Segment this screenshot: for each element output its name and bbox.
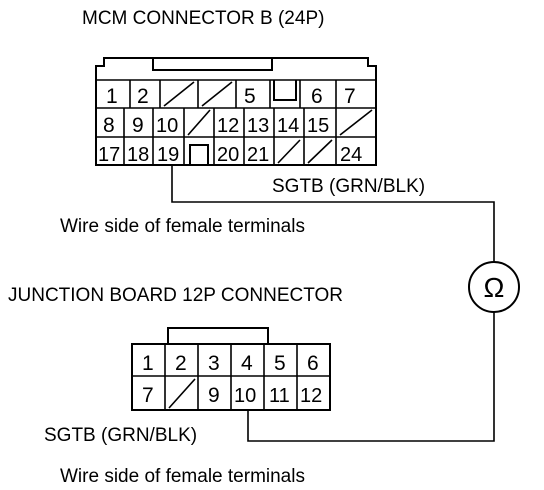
mcm-pin-12: 12 [217,115,239,137]
mcm-sgtb-wire [171,165,495,262]
jb-pin-2: 2 [175,352,187,375]
mcm-pin-24: 24 [340,144,362,166]
mcm-caption: Wire side of female terminals [60,216,305,237]
jb-pin-1: 1 [142,352,154,375]
junction-sgtb-wire [247,312,495,442]
junction-connector: 1 2 3 4 5 6 7 9 10 11 12 [131,327,331,411]
mcm-pin-20: 20 [217,144,239,166]
mcm-pin-1: 1 [106,85,118,108]
jb-pin-3: 3 [208,352,220,375]
jb-pin-6: 6 [307,352,319,375]
junction-caption: Wire side of female terminals [60,466,305,487]
mcm-pin-21: 21 [247,144,269,166]
mcm-pin-17: 17 [98,144,120,166]
mcm-pin-2: 2 [137,85,149,108]
jb-pin-11: 11 [269,385,290,407]
jb-pin-12: 12 [300,385,322,407]
mcm-pin-5: 5 [244,85,256,108]
mcm-connector: 1 2 5 6 7 8 9 10 12 13 14 15 17 18 19 20… [95,57,377,166]
mcm-connector-title: MCM CONNECTOR B (24P) [82,8,324,29]
mcm-pin-18: 18 [127,144,149,166]
mcm-pin-19: 19 [157,144,179,166]
mcm-pin-9: 9 [132,114,144,137]
jb-pin-5: 5 [274,352,286,375]
ohm-symbol: Ω [484,272,505,303]
junction-wire-label: SGTB (GRN/BLK) [44,425,197,446]
jb-pin-10: 10 [234,385,256,407]
mcm-pin-13: 13 [247,115,269,137]
mcm-pin-8: 8 [103,114,115,137]
jb-pin-4: 4 [241,352,253,375]
mcm-pin-10: 10 [156,115,178,137]
ohmmeter-icon: Ω [468,261,520,313]
mcm-pin-14: 14 [277,115,299,137]
mcm-pin-7: 7 [344,85,356,108]
mcm-pin-6: 6 [311,85,323,108]
jb-pin-9: 9 [208,384,220,407]
mcm-wire-label: SGTB (GRN/BLK) [272,176,425,197]
mcm-pin-15: 15 [307,115,329,137]
junction-connector-title: JUNCTION BOARD 12P CONNECTOR [8,285,343,306]
jb-pin-7: 7 [142,384,154,407]
